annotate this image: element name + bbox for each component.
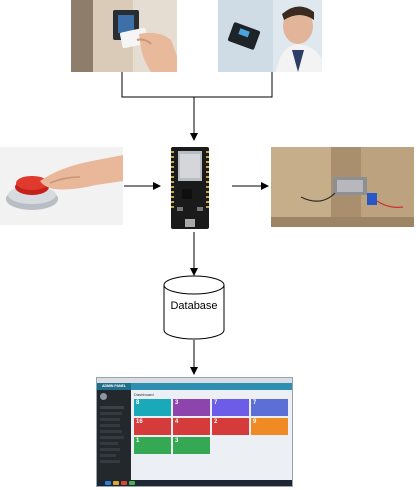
stat-tile-value: 7 — [253, 400, 257, 406]
stat-tile-value: 3 — [175, 400, 179, 406]
stat-tile-value: 3 — [175, 438, 179, 444]
stat-tile[interactable]: 9 — [251, 418, 288, 435]
sidebar-item — [100, 454, 116, 457]
database-label: Database — [170, 300, 218, 312]
door-lock-photo — [271, 147, 414, 227]
dashboard-header — [131, 383, 292, 390]
stat-tile[interactable]: 2 — [212, 418, 249, 435]
dashboard-sidebar — [97, 390, 131, 480]
stat-tile[interactable]: 7 — [251, 399, 288, 416]
avatar — [100, 393, 107, 400]
sidebar-item — [100, 418, 120, 421]
sidebar-item — [100, 436, 124, 439]
sidebar-item — [100, 406, 124, 409]
admin-dashboard-screenshot: ADMIN PANEL Dashboard 8 3 7 7 16 4 2 9 1 3 — [96, 377, 293, 487]
stat-tile-value: 4 — [175, 419, 179, 425]
sidebar-item — [100, 412, 122, 415]
push-button-photo — [0, 147, 123, 225]
stat-tile-value: 1 — [136, 438, 140, 444]
database-cylinder — [163, 275, 225, 340]
browser-tabbar — [97, 378, 292, 383]
taskbar-app-icon — [129, 481, 135, 485]
push-button-image — [0, 147, 123, 225]
stat-tile-value: 8 — [136, 400, 140, 406]
esp32-board-photo — [168, 145, 212, 231]
face-scan-photo — [218, 0, 322, 72]
taskbar-app-icon — [113, 481, 119, 485]
stat-tile[interactable]: 3 — [173, 399, 210, 416]
sidebar-item — [100, 448, 120, 451]
sidebar-item — [100, 442, 118, 445]
stat-tile[interactable]: 3 — [173, 437, 210, 454]
stat-tile-value: 2 — [214, 419, 218, 425]
dashboard-brand: ADMIN PANEL — [97, 383, 131, 390]
face-scan-image — [218, 0, 322, 72]
taskbar-app-icon — [121, 481, 127, 485]
sidebar-item — [100, 460, 120, 463]
taskbar-app-icon — [105, 481, 111, 485]
stat-tile[interactable]: 1 — [134, 437, 171, 454]
stat-tile[interactable]: 8 — [134, 399, 171, 416]
stat-tile[interactable]: 16 — [134, 418, 171, 435]
rfid-card-image — [71, 0, 177, 72]
stat-tile-value: 9 — [253, 419, 257, 425]
page-title: Dashboard — [134, 392, 154, 397]
rfid-card-photo — [71, 0, 177, 72]
windows-taskbar — [97, 480, 292, 486]
esp32-board-image — [168, 145, 212, 231]
stat-tile[interactable]: 4 — [173, 418, 210, 435]
door-lock-image — [271, 147, 414, 227]
connector-face-scan — [194, 72, 273, 98]
stat-tile-value: 7 — [214, 400, 218, 406]
stat-tile[interactable]: 7 — [212, 399, 249, 416]
connector-rfid — [121, 72, 194, 98]
sidebar-item — [100, 424, 120, 427]
sidebar-item — [100, 430, 122, 433]
stat-tile-value: 16 — [136, 419, 143, 425]
